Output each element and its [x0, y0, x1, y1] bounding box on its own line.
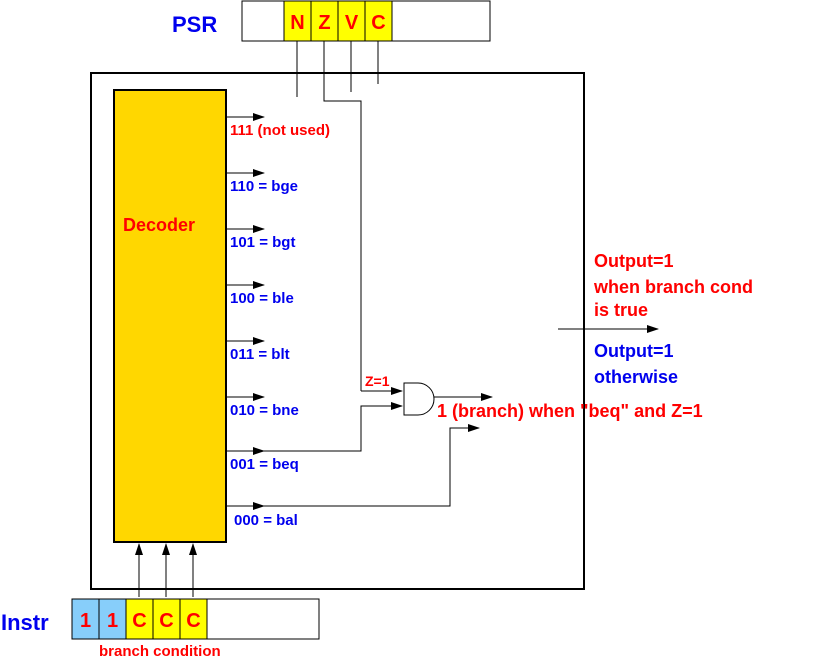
instr-cond-bit-2: C [159, 610, 173, 632]
instr-opcode-bit-2: 1 [107, 610, 118, 632]
output-label-000: 000 = bal [234, 512, 298, 529]
output-true-line1: Output=1 [594, 251, 674, 271]
and-gate-wiring [264, 387, 493, 507]
instr-bit-cell-1 [71, 598, 100, 640]
output-label-010: 010 = bne [230, 402, 299, 419]
instr-cond-cell-2 [152, 598, 181, 640]
decoder-output-arrows [226, 113, 265, 510]
output-other-line1: Output=1 [594, 341, 674, 361]
logic-box [90, 72, 585, 590]
output-label-001: 001 = beq [230, 456, 299, 473]
instr-bit-cell-2 [98, 598, 127, 640]
instr-cond-cell-3 [179, 598, 208, 640]
instr-label: Instr [1, 610, 49, 635]
output-label-011: 011 = blt [230, 346, 290, 363]
psr-flags: N Z V C [283, 0, 393, 42]
psr-flag-n: N [290, 12, 304, 34]
cond-bit-arrows [135, 543, 197, 597]
instr-cond-cell-1 [125, 598, 154, 640]
and-gate [403, 382, 435, 416]
psr-flag-n-cell [283, 0, 312, 42]
output-label-110: 110 = bge [230, 178, 298, 195]
instr-cond-bit-3: C [186, 610, 200, 632]
beq-input-wire [264, 402, 403, 452]
branch-condition-caption: branch condition [99, 643, 221, 658]
output-other-line2: otherwise [594, 367, 678, 387]
output-label-100: 100 = ble [230, 290, 294, 307]
flag-wires [296, 41, 379, 391]
psr-flag-z: Z [318, 12, 330, 34]
decoder-label: Decoder [123, 215, 195, 235]
bal-wire [264, 424, 480, 507]
decoder-output-labels: 111 (not used) 110 = bge 101 = bgt 100 =… [230, 122, 330, 529]
psr-flag-c: C [371, 12, 385, 34]
output-label-101: 101 = bgt [230, 234, 295, 251]
instr-cond-bit-1: C [132, 610, 146, 632]
output-label-111: 111 (not used) [230, 122, 330, 139]
psr-label: PSR [172, 12, 217, 37]
decoder-block [113, 89, 227, 543]
branch-output-label: 1 (branch) when "beq" and Z=1 [437, 401, 703, 421]
z-equals-one-label: Z=1 [365, 373, 390, 389]
output-true-line3: is true [594, 300, 648, 320]
output-true-line2: when branch cond [593, 277, 753, 297]
psr-flag-v: V [345, 12, 359, 34]
instr-opcode-bit-1: 1 [80, 610, 91, 632]
z-flag-wire [323, 41, 362, 391]
